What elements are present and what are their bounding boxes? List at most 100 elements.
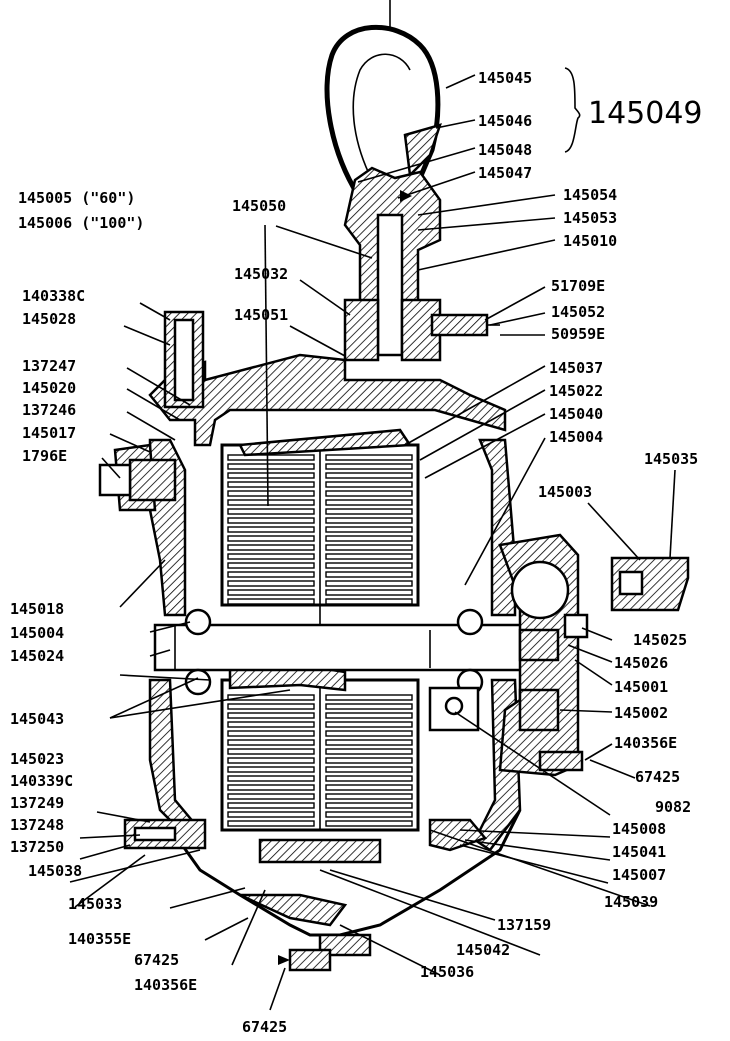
label-145010: 145010: [563, 232, 617, 250]
lamination-strip: [227, 526, 315, 533]
lamination-strip: [325, 544, 413, 551]
lamination-strip: [325, 748, 413, 755]
lamination-strip: [227, 775, 315, 782]
label-51709E: 51709E: [551, 277, 605, 295]
lamination-strip: [325, 730, 413, 737]
lamination-strip: [227, 793, 315, 800]
lamination-strip: [325, 499, 413, 506]
label-145008: 145008: [612, 820, 666, 838]
lamination-strip: [325, 481, 413, 488]
lamination-strip: [227, 766, 315, 773]
detail-145035: [610, 556, 690, 612]
lamination-strip: [227, 562, 315, 569]
lamination-strip: [325, 553, 413, 560]
lamination-strip: [325, 694, 413, 701]
label-9082: 9082: [655, 798, 691, 816]
label-145002: 145002: [614, 704, 668, 722]
lamination-strip: [325, 508, 413, 515]
lamination-strip: [227, 739, 315, 746]
label-145042: 145042: [456, 941, 510, 959]
lamination-strip: [325, 703, 413, 710]
label-145052: 145052: [551, 303, 605, 321]
label-145020: 145020: [22, 379, 76, 397]
lamination-strip: [227, 454, 315, 461]
label-140355E: 140355E: [68, 930, 131, 948]
lamination-strip: [325, 562, 413, 569]
label-140339C: 140339C: [10, 772, 73, 790]
lamination-strip: [325, 757, 413, 764]
lamination-strip: [227, 712, 315, 719]
lamination-strip: [227, 535, 315, 542]
label-145032: 145032: [234, 265, 288, 283]
lamination-strip: [227, 571, 315, 578]
label-145026: 145026: [614, 654, 668, 672]
label-50959E: 50959E: [551, 325, 605, 343]
label-145045: 145045: [478, 69, 532, 87]
lamination-strip: [227, 757, 315, 764]
label-137246: 137246: [22, 401, 76, 419]
lamination-strip: [325, 811, 413, 818]
label-145048: 145048: [478, 141, 532, 159]
lamination-strip: [325, 526, 413, 533]
label-67425-right: 67425: [635, 768, 680, 786]
label-145041: 145041: [612, 843, 666, 861]
label-145007: 145007: [612, 866, 666, 884]
lamination-strip: [325, 775, 413, 782]
label-145040: 145040: [549, 405, 603, 423]
lamination-strip: [325, 490, 413, 497]
label-145043: 145043: [10, 710, 64, 728]
lamination-strip: [227, 517, 315, 524]
label-140356E-right: 140356E: [614, 734, 677, 752]
lamination-strip: [227, 490, 315, 497]
label-145049: 145049: [588, 96, 703, 131]
label-137159: 137159: [497, 916, 551, 934]
lamination-strip: [227, 481, 315, 488]
lamination-strip: [325, 739, 413, 746]
label-145023: 145023: [10, 750, 64, 768]
label-145028: 145028: [22, 310, 76, 328]
lamination-strip: [227, 820, 315, 827]
lamination-strip: [325, 589, 413, 596]
label-67425-bottom: 67425: [242, 1018, 287, 1036]
lamination-strip: [227, 784, 315, 791]
lamination-strip: [325, 721, 413, 728]
label-145025: 145025: [633, 631, 687, 649]
lamination-strip: [325, 517, 413, 524]
label-145039: 145039: [604, 893, 658, 911]
lamination-strip: [227, 598, 315, 605]
lamination-strip: [325, 571, 413, 578]
lamination-strip: [325, 712, 413, 719]
label-145005: 145005 ("60"): [18, 189, 135, 207]
label-145003: 145003: [538, 483, 592, 501]
label-137250: 137250: [10, 838, 64, 856]
label-145022: 145022: [549, 382, 603, 400]
label-145050: 145050: [232, 197, 286, 215]
label-145046: 145046: [478, 112, 532, 130]
lamination-strip: [325, 472, 413, 479]
leader-lines: [69, 67, 676, 1011]
lamination-strip: [325, 802, 413, 809]
lamination-strip: [227, 811, 315, 818]
bottom-plug: [278, 948, 332, 972]
label-140356E-bottom: 140356E: [134, 976, 197, 994]
lamination-strip: [227, 553, 315, 560]
hook-drawing: [324, 0, 500, 362]
label-137248: 137248: [10, 816, 64, 834]
label-145037: 145037: [549, 359, 603, 377]
label-145001: 145001: [614, 678, 668, 696]
label-145024: 145024: [10, 647, 64, 665]
lamination-strip: [227, 508, 315, 515]
lamination-strip: [227, 730, 315, 737]
label-145051: 145051: [234, 306, 288, 324]
lamination-strip: [227, 703, 315, 710]
label-67425-mid: 67425: [134, 951, 179, 969]
label-145017: 145017: [22, 424, 76, 442]
lamination-strip: [227, 694, 315, 701]
label-145035: 145035: [644, 450, 698, 468]
lamination-strip: [227, 802, 315, 809]
label-137249: 137249: [10, 794, 64, 812]
label-145047: 145047: [478, 164, 532, 182]
label-145004-top: 145004: [549, 428, 603, 446]
label-145036: 145036: [420, 963, 474, 981]
